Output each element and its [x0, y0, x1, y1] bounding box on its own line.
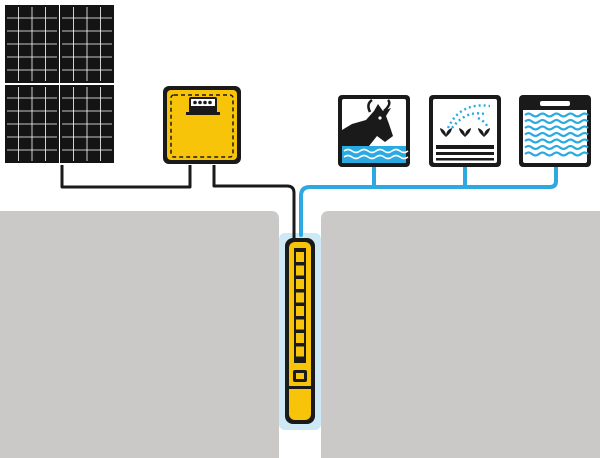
tank-wave	[524, 118, 589, 125]
controller-to-pump-cable	[212, 165, 296, 242]
tank-wave	[524, 112, 589, 118]
pump-slot	[296, 319, 304, 330]
solar-panel-icon	[5, 5, 114, 163]
ground-right	[321, 211, 600, 458]
pump-slot	[296, 306, 304, 316]
pump-icon	[285, 238, 315, 424]
water-pipe	[299, 166, 558, 237]
tank-wave	[524, 151, 589, 157]
tank-wave	[524, 125, 589, 131]
pump-slot	[296, 333, 304, 343]
sprinkler-icon	[429, 95, 501, 167]
power-cables	[60, 165, 296, 242]
pump-slot	[296, 265, 304, 276]
tank-wave	[524, 131, 589, 138]
tank-wave	[524, 138, 589, 144]
pump-slot	[296, 279, 304, 289]
solar-panel	[5, 5, 59, 83]
solar-panel	[60, 85, 114, 163]
pump-slot	[296, 346, 304, 357]
pump-slot	[296, 292, 304, 303]
solar-panel	[60, 5, 114, 83]
tank-icon	[519, 95, 591, 167]
controller-icon	[163, 86, 241, 164]
panel-to-controller-cable	[60, 165, 192, 189]
solar-panel	[5, 85, 59, 163]
tank-wave	[524, 144, 589, 151]
ground-left	[0, 211, 279, 458]
pump-slot	[296, 252, 304, 262]
cow-icon	[338, 95, 410, 167]
